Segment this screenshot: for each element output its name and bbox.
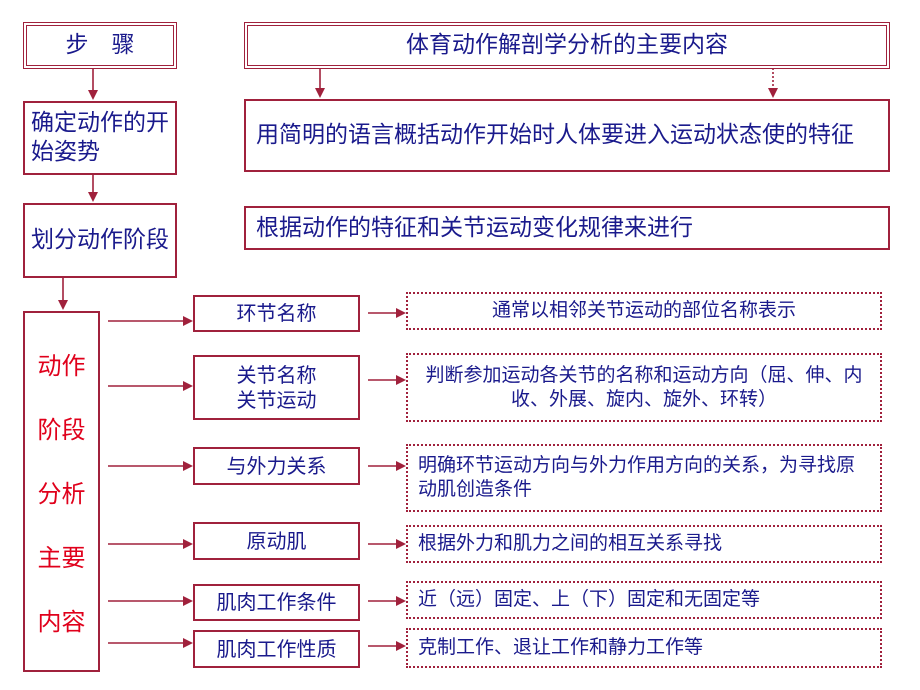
- item-segment-name-desc-text: 通常以相邻关节运动的部位名称表示: [491, 299, 796, 322]
- item-muscle-work-conditions-label: 肌肉工作条件: [216, 590, 337, 614]
- item-prime-mover: 原动肌: [193, 522, 360, 560]
- step-divide-phases-desc-text: 根据动作的特征和关节运动变化规律来进行: [256, 214, 693, 241]
- item-segment-name-desc: 通常以相邻关节运动的部位名称表示: [406, 292, 882, 330]
- item-muscle-work-nature-label: 肌肉工作性质: [216, 636, 337, 661]
- step-divide-phases-label: 划分动作阶段: [31, 227, 169, 254]
- item-joint-name-motion-desc: 判断参加运动各关节的名称和运动方向（屈、伸、内收、外展、旋内、旋外、环转）: [406, 353, 882, 422]
- analysis-main-box: 动作 阶段 分析 主要 内容: [23, 311, 100, 672]
- analysis-line-2: 阶段: [37, 415, 86, 444]
- step-divide-phases: 划分动作阶段: [23, 203, 177, 278]
- analysis-line-3: 分析: [37, 479, 86, 508]
- item-prime-mover-desc-text: 根据外力和肌力之间的相互关系寻找: [418, 532, 723, 555]
- item-joint-name-motion-label: 关节名称 关节运动: [236, 362, 317, 412]
- step-start-posture-desc-text: 用简明的语言概括动作开始时人体要进入运动状态使的特征: [256, 122, 854, 149]
- content-header-label: 体育动作解剖学分析的主要内容: [406, 32, 728, 59]
- item-prime-mover-label: 原动肌: [246, 528, 307, 553]
- step-divide-phases-desc: 根据动作的特征和关节运动变化规律来进行: [244, 206, 890, 250]
- step-start-posture-label: 确定动作的开始姿势: [31, 110, 169, 165]
- item-joint-name-motion: 关节名称 关节运动: [193, 355, 360, 420]
- steps-header: 步 骤: [23, 22, 177, 69]
- item-external-force-desc: 明确环节运动方向与外力作用方向的关系，为寻找原动肌创造条件: [406, 444, 882, 512]
- step-start-posture: 确定动作的开始姿势: [23, 101, 177, 175]
- steps-header-label: 步 骤: [65, 32, 135, 59]
- item-prime-mover-desc: 根据外力和肌力之间的相互关系寻找: [406, 525, 882, 563]
- step-start-posture-desc: 用简明的语言概括动作开始时人体要进入运动状态使的特征: [244, 99, 890, 172]
- item-external-force-desc-text: 明确环节运动方向与外力作用方向的关系，为寻找原动肌创造条件: [418, 454, 856, 500]
- item-joint-name-motion-desc-text: 判断参加运动各关节的名称和运动方向（屈、伸、内收、外展、旋内、旋外、环转）: [425, 363, 863, 410]
- content-header: 体育动作解剖学分析的主要内容: [244, 22, 890, 69]
- item-external-force-label: 与外力关系: [226, 453, 327, 478]
- item-muscle-work-conditions-desc: 近（远）固定、上（下）固定和无固定等: [406, 581, 882, 619]
- item-muscle-work-conditions-desc-text: 近（远）固定、上（下）固定和无固定等: [418, 588, 761, 611]
- item-segment-name-label: 环节名称: [236, 301, 317, 325]
- item-muscle-work-nature-desc: 克制工作、退让工作和静力工作等: [406, 628, 882, 668]
- analysis-line-4: 主要: [37, 544, 86, 573]
- item-muscle-work-conditions: 肌肉工作条件: [193, 584, 360, 621]
- item-segment-name: 环节名称: [193, 295, 360, 332]
- analysis-line-5: 内容: [37, 608, 86, 637]
- item-external-force: 与外力关系: [193, 447, 360, 485]
- item-muscle-work-nature-desc-text: 克制工作、退让工作和静力工作等: [418, 636, 704, 659]
- analysis-line-1: 动作: [37, 351, 86, 380]
- item-muscle-work-nature: 肌肉工作性质: [193, 630, 360, 668]
